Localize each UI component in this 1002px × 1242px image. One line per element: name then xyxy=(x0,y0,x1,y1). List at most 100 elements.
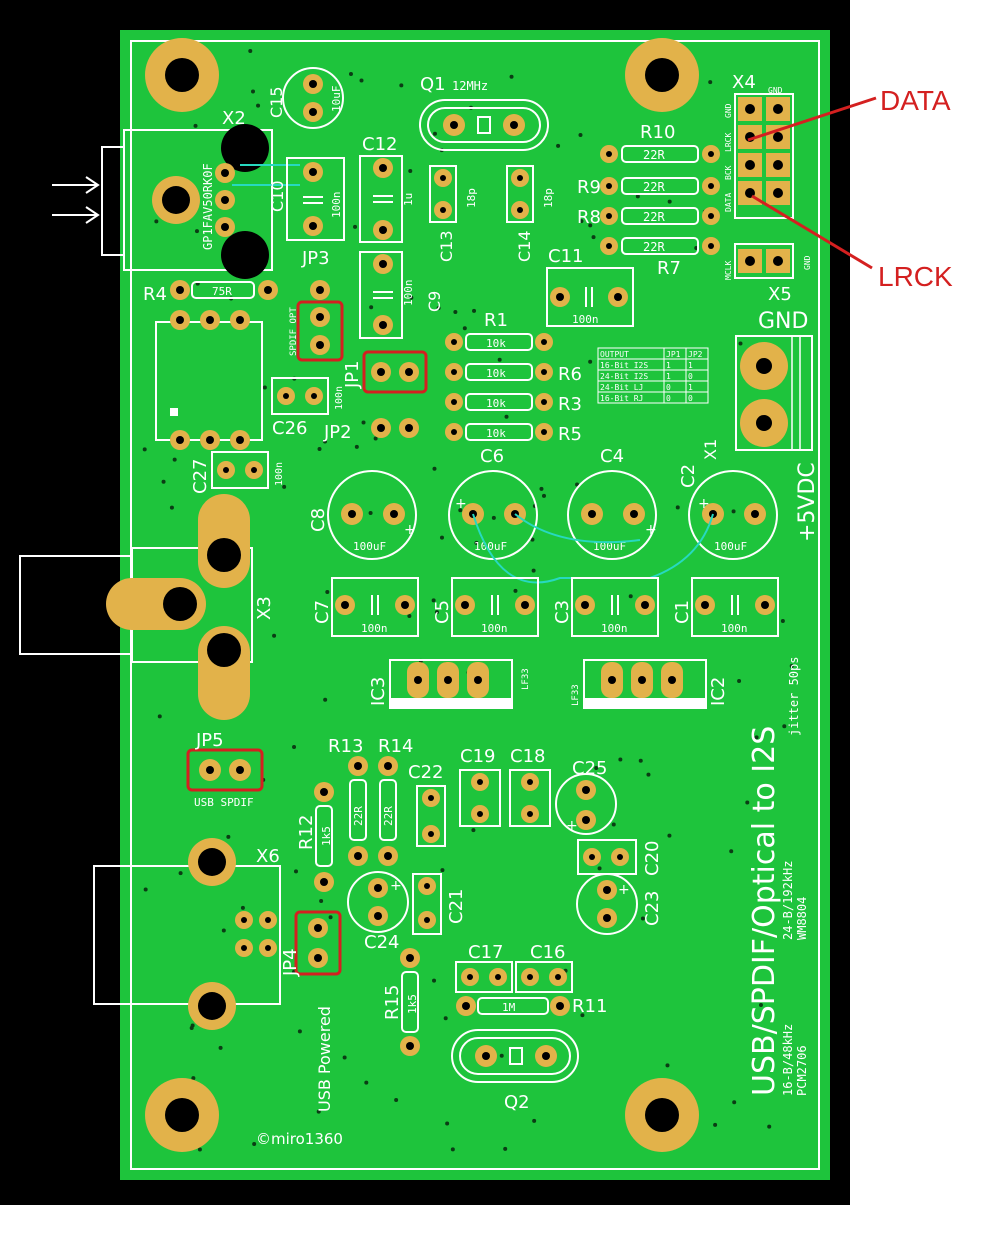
svg-text:100uF: 100uF xyxy=(714,540,747,553)
ref-c3: C3 xyxy=(552,600,573,624)
ref-c6: C6 xyxy=(480,446,504,467)
via xyxy=(316,1109,321,1114)
ref-c20: C20 xyxy=(642,841,663,876)
jumper-table-frame xyxy=(597,347,709,404)
header-pin xyxy=(766,97,790,121)
ref-r8: R8 xyxy=(577,207,601,228)
jumper-table-cell: 16-Bit RJ xyxy=(600,394,643,403)
ref-c21: C21 xyxy=(446,889,467,924)
capacitor-c17 xyxy=(455,961,513,993)
via xyxy=(462,326,467,331)
via xyxy=(731,509,736,514)
ref-c26: C26 xyxy=(272,418,307,439)
via xyxy=(638,758,643,763)
ref-r7: R7 xyxy=(657,258,681,279)
resistor-r14 xyxy=(378,756,398,866)
header-pin xyxy=(766,153,790,177)
ref-c23: C23 xyxy=(642,891,663,926)
via xyxy=(443,1016,448,1021)
via xyxy=(758,1003,763,1008)
via xyxy=(780,619,785,624)
via xyxy=(504,414,509,419)
svg-text:+: + xyxy=(455,496,467,512)
ref-c18: C18 xyxy=(510,746,545,767)
via xyxy=(194,229,199,234)
via xyxy=(782,724,787,729)
ref-c7: C7 xyxy=(312,600,333,624)
ref-x1: X1 xyxy=(701,439,720,460)
ref-r11: R11 xyxy=(572,996,607,1017)
jumper-table-cell: 1 xyxy=(666,372,671,381)
via xyxy=(713,1122,718,1127)
via xyxy=(161,479,166,484)
ref-c5: C5 xyxy=(432,600,453,624)
crystal-q1 xyxy=(419,99,549,151)
resistor-r3: 10k xyxy=(445,393,553,411)
ref-ic2: IC2 xyxy=(708,677,729,706)
via xyxy=(667,199,672,204)
capacitor-c22 xyxy=(416,785,446,847)
via xyxy=(218,1045,223,1050)
jumper-table-cell: 24-Bit I2S xyxy=(600,372,648,381)
ref-r1: R1 xyxy=(484,310,508,331)
via xyxy=(597,866,602,871)
svg-text:100uF: 100uF xyxy=(474,540,507,553)
electrolytic-c8: + 100uF xyxy=(327,470,417,560)
via xyxy=(767,1124,772,1129)
via xyxy=(628,594,633,599)
svg-text:100uF: 100uF xyxy=(353,540,386,553)
via xyxy=(729,849,734,854)
via xyxy=(323,697,328,702)
ref-c22: C22 xyxy=(408,762,443,783)
header-x4 xyxy=(734,93,794,219)
resistor-r4: 75R xyxy=(170,280,278,300)
capacitor-c27 xyxy=(211,451,269,489)
ref-r6: R6 xyxy=(558,364,582,385)
jumper-table-header-cell: OUTPUT xyxy=(600,350,629,359)
ref-r15: R15 xyxy=(382,985,403,1020)
jumper-table-cell: 0 xyxy=(666,394,671,403)
resistor-r12 xyxy=(314,782,334,892)
via xyxy=(322,439,327,444)
usb-spdif-label: USB SPDIF xyxy=(194,796,254,809)
via xyxy=(539,486,544,491)
header-pin xyxy=(738,97,762,121)
via xyxy=(328,915,333,920)
ref-ic3: IC3 xyxy=(368,677,389,706)
svg-text:100n: 100n xyxy=(361,622,388,635)
lrck-pointer-line xyxy=(751,194,873,270)
ref-c11: C11 xyxy=(548,246,583,267)
resistor-r10: 22R xyxy=(600,145,720,163)
capacitor-c11 xyxy=(546,267,634,327)
value-c11: 100n xyxy=(572,313,599,326)
value-c10: 100n xyxy=(330,192,343,219)
via xyxy=(738,341,743,346)
via xyxy=(513,588,518,593)
via xyxy=(530,537,535,542)
via xyxy=(364,1080,369,1085)
usb-powered-label: USB Powered xyxy=(315,1006,334,1112)
capacitor-c10 xyxy=(286,157,345,241)
x4-pin-lrck: LRCK xyxy=(724,133,733,152)
via xyxy=(189,1025,194,1030)
value-c26: 100n xyxy=(334,386,345,410)
via xyxy=(342,1055,347,1060)
via xyxy=(445,1121,450,1126)
value-c13: 18p xyxy=(465,188,478,208)
via xyxy=(432,466,437,471)
capacitor-c16 xyxy=(515,961,573,993)
via xyxy=(472,308,477,313)
ref-x6: X6 xyxy=(256,846,280,867)
via xyxy=(369,305,374,310)
via xyxy=(675,505,680,510)
via xyxy=(579,219,584,224)
mounting-hole xyxy=(145,1078,219,1152)
via xyxy=(169,505,174,510)
usb-jack-x6 xyxy=(93,838,281,1030)
lrck-annotation: LRCK xyxy=(878,261,953,292)
svg-text:+: + xyxy=(645,522,657,538)
via xyxy=(317,446,322,451)
via xyxy=(471,828,476,833)
